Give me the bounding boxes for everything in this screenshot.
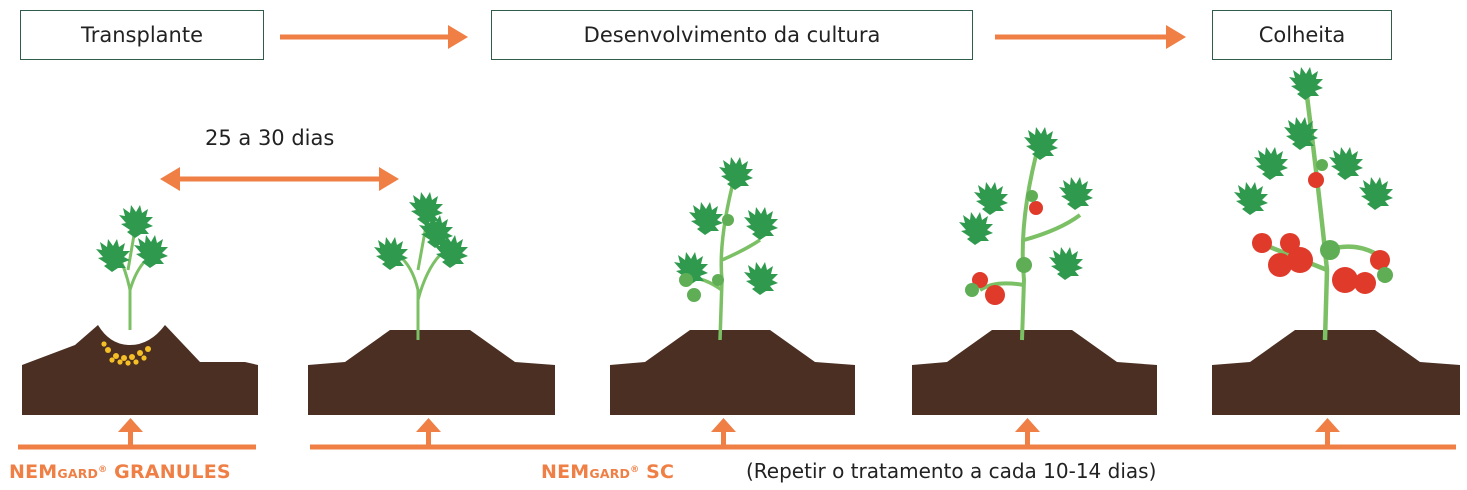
arrow-up-icon bbox=[118, 418, 143, 446]
plant-icon bbox=[1234, 67, 1393, 341]
plant-icon bbox=[674, 157, 778, 341]
stage-label-harvest: Colheita bbox=[1258, 23, 1346, 47]
soil-mound-icon bbox=[308, 330, 555, 415]
brand-prefix: NEM bbox=[9, 461, 58, 483]
brand-suffix: ARD bbox=[67, 466, 99, 481]
product-type: GRANULES bbox=[114, 461, 231, 483]
product-granules: NEMGARD® GRANULES bbox=[9, 461, 231, 483]
tomato-green bbox=[679, 214, 734, 302]
tomato-red bbox=[1252, 172, 1390, 294]
plant-icon bbox=[96, 205, 168, 330]
tomato-red bbox=[972, 201, 1043, 305]
brand-shield-letter: G bbox=[589, 466, 600, 481]
registered-mark: ® bbox=[630, 465, 640, 475]
arrow-up-icon bbox=[416, 418, 441, 446]
soil-mound-icon bbox=[22, 325, 258, 415]
tomato-green bbox=[1316, 159, 1393, 283]
stage-box-development: Desenvolvimento da cultura bbox=[491, 10, 973, 60]
stage-box-transplant: Transplante bbox=[20, 10, 264, 60]
arrow-right-icon bbox=[280, 25, 468, 49]
product-type: SC bbox=[646, 461, 675, 483]
soil-mound-icon bbox=[912, 330, 1157, 415]
brand-suffix: ARD bbox=[599, 466, 631, 481]
stage-label-transplant: Transplante bbox=[81, 23, 203, 47]
arrow-up-icon bbox=[711, 418, 736, 446]
double-arrow-icon bbox=[160, 167, 399, 191]
stage-label-development: Desenvolvimento da cultura bbox=[583, 23, 881, 47]
plant-icon bbox=[959, 127, 1093, 341]
arrow-up-icon bbox=[1015, 418, 1040, 446]
stage-box-harvest: Colheita bbox=[1212, 10, 1392, 60]
arrow-up-icon bbox=[1315, 418, 1340, 446]
soil-mound-icon bbox=[1212, 330, 1460, 415]
repeat-note: (Repetir o tratamento a cada 10-14 dias) bbox=[746, 459, 1157, 483]
soil-mound-icon bbox=[610, 330, 855, 415]
plant-icon bbox=[374, 192, 468, 340]
arrow-right-icon bbox=[995, 25, 1186, 49]
interval-label: 25 a 30 dias bbox=[205, 126, 335, 150]
brand-prefix: NEM bbox=[541, 461, 590, 483]
registered-mark: ® bbox=[98, 465, 108, 475]
brand-shield-letter: G bbox=[57, 466, 68, 481]
product-sc: NEMGARD® SC bbox=[541, 461, 674, 483]
tomato-green bbox=[965, 190, 1038, 297]
